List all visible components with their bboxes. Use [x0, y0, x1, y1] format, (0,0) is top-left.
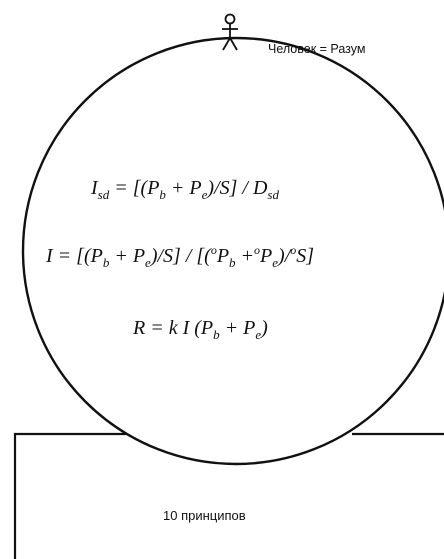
formula-reason: R = k I (Pb + Pe)	[132, 317, 268, 342]
formula-index-ratio: I = [(Pb + Pe)/S] / [(oPb +oPe)/oS]	[45, 243, 314, 270]
box-label: 10 принципов	[163, 508, 246, 523]
formula-index-sd: Isd = [(Pb + Pe)/S] / Dsd	[90, 177, 279, 202]
reason-circle	[21, 36, 444, 466]
human-figure-icon	[222, 13, 238, 51]
top-label: Человек = Разум	[268, 42, 365, 56]
principles-box-left-edge	[13, 432, 140, 559]
